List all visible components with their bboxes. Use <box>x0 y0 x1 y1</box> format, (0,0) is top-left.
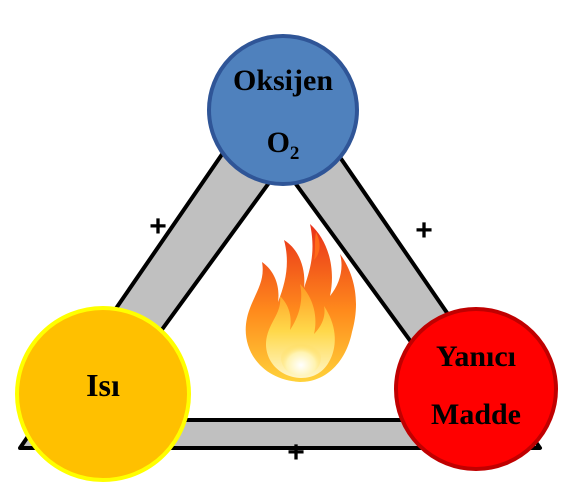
oxygen-circle <box>207 34 359 186</box>
fuel-label-line2: Madde <box>431 398 521 431</box>
fuel-label-line1: Yanıcı <box>436 340 516 373</box>
plus-bottom: + <box>287 436 305 469</box>
heat-node: Isı <box>15 306 191 482</box>
heat-label: Isı <box>86 367 120 403</box>
oxygen-formula-sub: 2 <box>290 143 300 164</box>
flame-icon <box>245 224 356 382</box>
heat-circle <box>15 306 191 482</box>
oxygen-formula: O2 <box>267 126 300 164</box>
plus-right: + <box>415 214 433 247</box>
fuel-node: Yanıcı Madde <box>394 307 558 471</box>
fuel-circle <box>394 307 558 471</box>
oxygen-formula-base: O <box>267 126 290 159</box>
oxygen-label: Oksijen <box>233 64 333 97</box>
oxygen-node: Oksijen O2 <box>207 34 359 186</box>
plus-left: + <box>149 210 167 243</box>
